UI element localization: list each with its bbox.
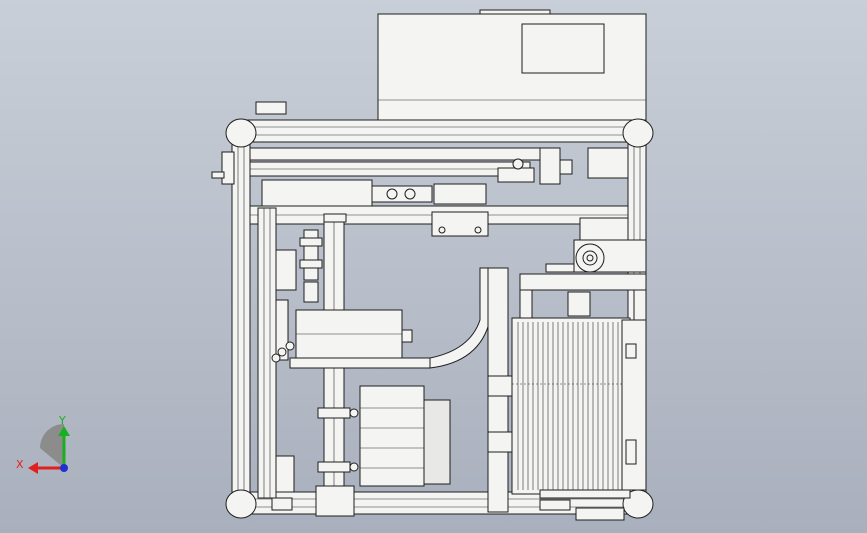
control-cabinet [377,9,647,121]
coordinate-triad: Y X [16,414,70,474]
reducer-block [289,309,431,369]
base-details [271,497,625,521]
x-axis-label: X [16,458,24,471]
drive-motor [545,239,647,273]
cassette-stack [359,385,451,487]
right-magazine [511,273,647,499]
control-panel-display [521,23,605,74]
x-axis-arrowhead [28,462,38,474]
middle-rail [249,205,629,241]
center-vertical-shaft [299,221,359,517]
left-vertical-column [257,207,297,499]
upper-linear-guide [249,147,629,209]
z-axis-dot [60,464,68,472]
y-axis-label: Y [58,414,66,427]
y-axis-arrowhead [58,426,70,436]
gripper-block [433,183,487,205]
curved-guide [429,267,513,513]
